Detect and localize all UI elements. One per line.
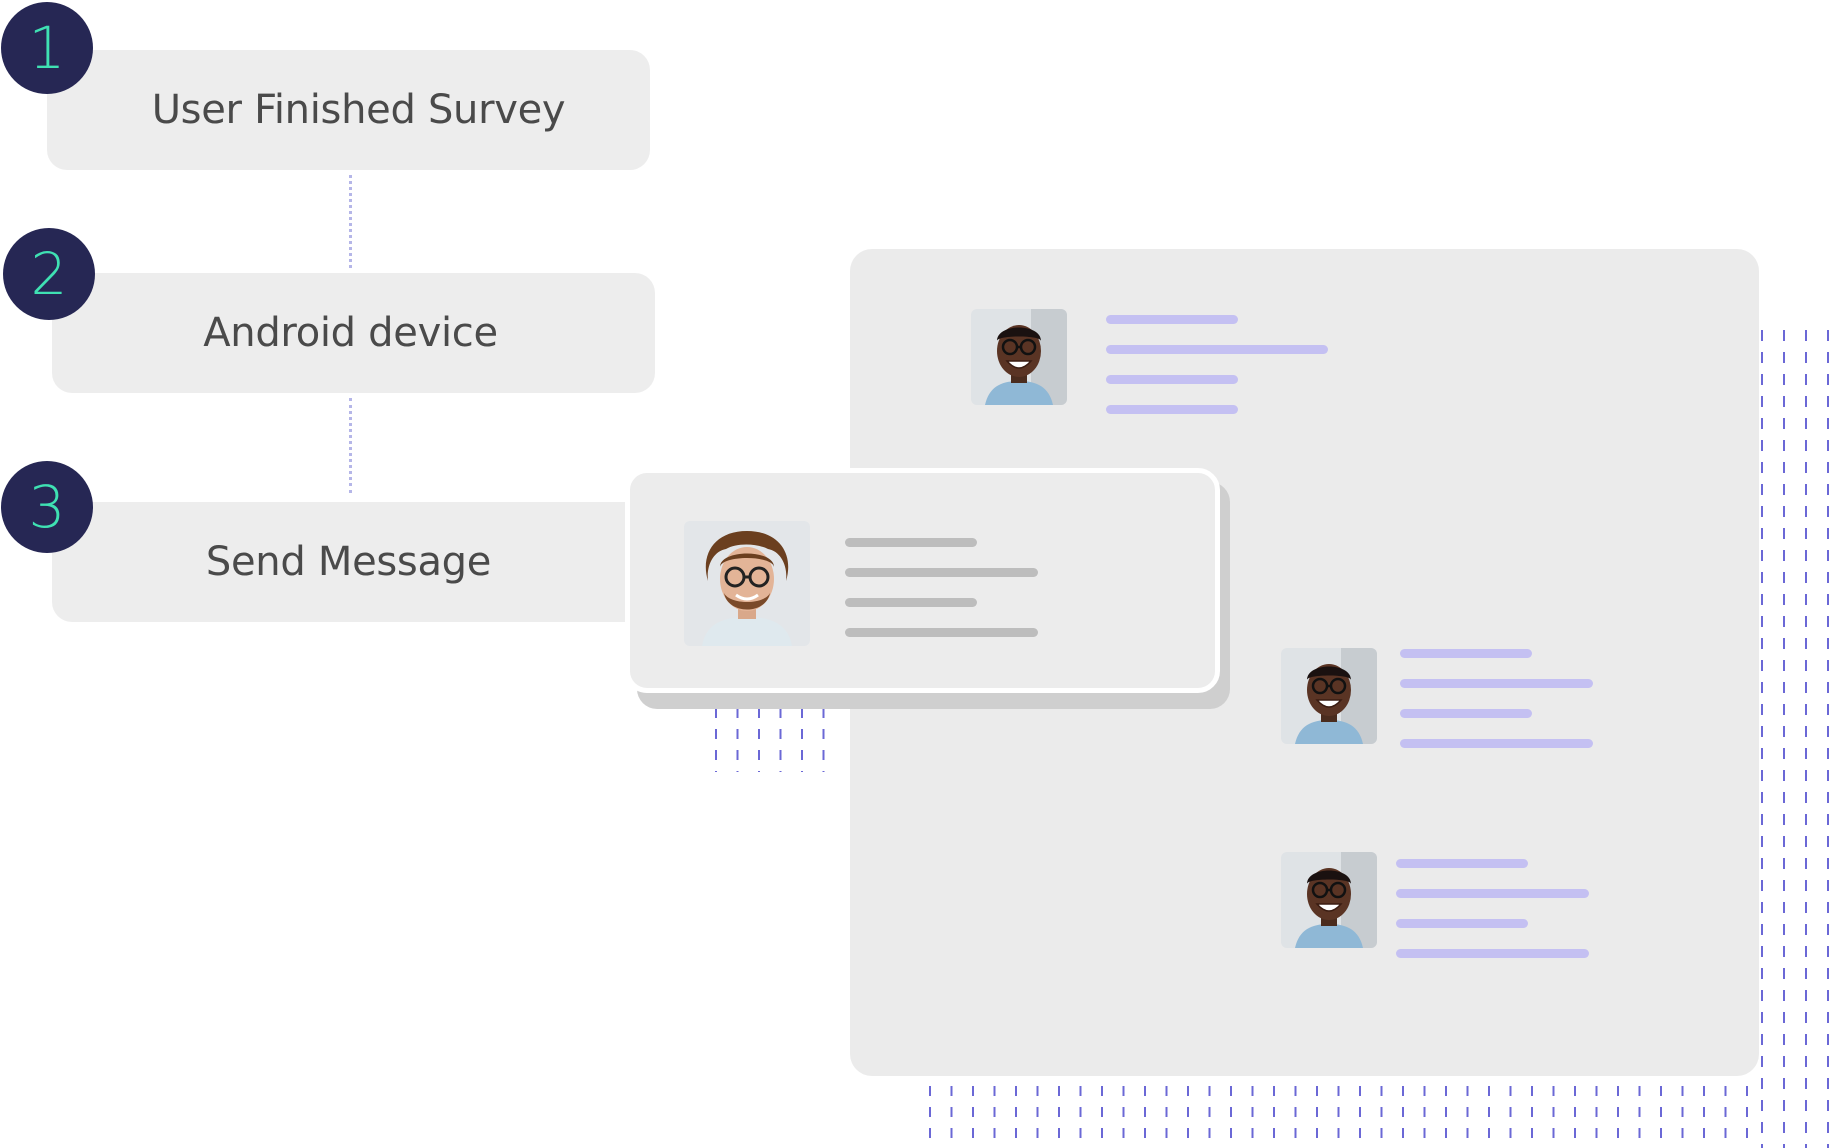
step-connector-1-2 <box>349 175 352 268</box>
dot-pattern-right <box>1760 330 1839 1148</box>
step-label: User Finished Survey <box>151 87 566 133</box>
step-user-finished-survey[interactable]: User Finished Survey <box>47 50 650 170</box>
step-send-message[interactable]: Send Message <box>52 502 655 622</box>
message-line <box>845 538 977 547</box>
step-connector-2-3 <box>349 398 352 493</box>
message-line <box>1106 345 1328 354</box>
message-line <box>1396 949 1589 958</box>
step-android-device[interactable]: Android device <box>52 273 655 393</box>
message-line <box>845 628 1038 637</box>
step-number: 2 <box>30 240 68 308</box>
step-badge-2: 2 <box>3 228 95 320</box>
message-line <box>1396 859 1528 868</box>
step-badge-3: 3 <box>1 461 93 553</box>
step-label: Android device <box>203 310 498 356</box>
message-line <box>1400 649 1532 658</box>
person-smiling-glasses-avatar <box>1281 648 1377 744</box>
dot-pattern-card <box>714 708 828 772</box>
person-smiling-glasses-avatar <box>1281 852 1377 948</box>
dot-pattern-bottom <box>928 1086 1758 1148</box>
message-line <box>1106 315 1238 324</box>
person-curly-hair-glasses-avatar <box>684 521 810 646</box>
message-line <box>1106 405 1238 414</box>
message-line <box>845 568 1038 577</box>
step-number: 3 <box>28 473 66 541</box>
message-line <box>1400 679 1593 688</box>
step-number: 1 <box>28 14 66 82</box>
message-line <box>845 598 977 607</box>
step-label: Send Message <box>205 539 492 585</box>
message-line <box>1106 375 1238 384</box>
person-smiling-glasses-avatar <box>971 309 1067 405</box>
message-line <box>1400 709 1532 718</box>
message-line <box>1400 739 1593 748</box>
message-line <box>1396 919 1528 928</box>
message-line <box>1396 889 1589 898</box>
step-badge-1: 1 <box>1 2 93 94</box>
